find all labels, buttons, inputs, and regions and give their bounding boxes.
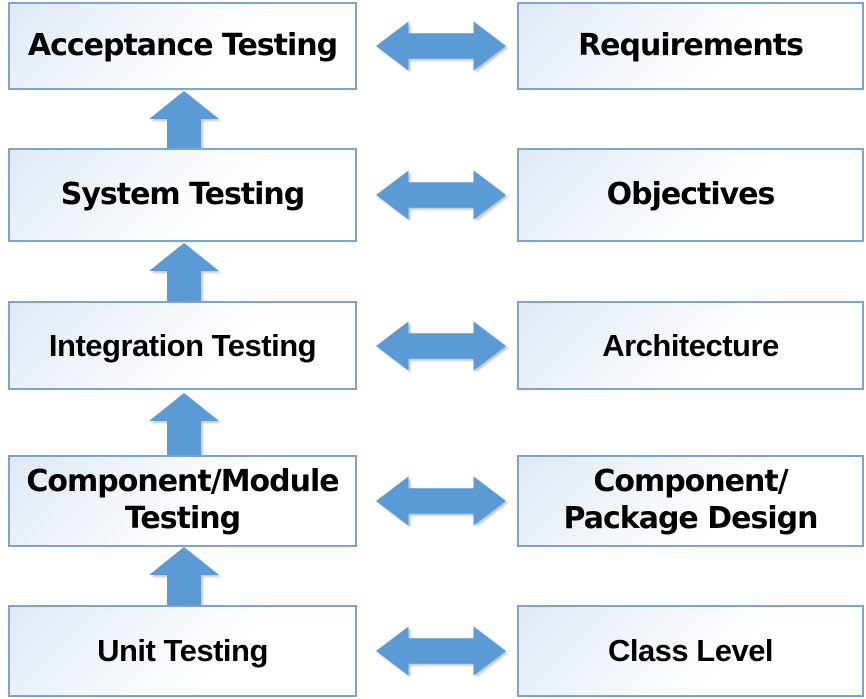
- box-requirements: Requirements: [517, 2, 864, 90]
- double-arrow-icon: [376, 170, 506, 220]
- box-label: Requirements: [578, 27, 804, 63]
- box-class-level: Class Level: [517, 605, 864, 697]
- up-arrow-icon: [149, 243, 219, 305]
- box-label: Acceptance Testing: [27, 27, 338, 63]
- up-arrow-icon: [149, 393, 219, 455]
- box-system-testing: System Testing: [8, 148, 357, 242]
- box-label: Objectives: [606, 176, 776, 212]
- box-label: Component/ Package Design: [563, 464, 819, 536]
- box-component-package-design: Component/ Package Design: [517, 455, 864, 547]
- box-label: Integration Testing: [48, 327, 317, 363]
- double-arrow-icon: [376, 626, 506, 676]
- box-unit-testing: Unit Testing: [8, 605, 357, 697]
- box-label: Component/Module Testing: [26, 464, 339, 536]
- double-arrow-icon: [376, 476, 506, 526]
- box-acceptance-testing: Acceptance Testing: [8, 2, 357, 90]
- box-component-module-testing: Component/Module Testing: [8, 455, 357, 547]
- box-label: Unit Testing: [97, 633, 268, 669]
- box-objectives: Objectives: [517, 148, 864, 242]
- double-arrow-icon: [376, 21, 506, 71]
- box-architecture: Architecture: [517, 301, 864, 390]
- box-integration-testing: Integration Testing: [8, 301, 357, 390]
- box-label: Architecture: [602, 327, 779, 363]
- up-arrow-icon: [149, 91, 219, 153]
- up-arrow-icon: [149, 547, 219, 609]
- double-arrow-icon: [376, 321, 506, 371]
- box-label: Class Level: [607, 633, 774, 669]
- box-label: System Testing: [60, 176, 306, 212]
